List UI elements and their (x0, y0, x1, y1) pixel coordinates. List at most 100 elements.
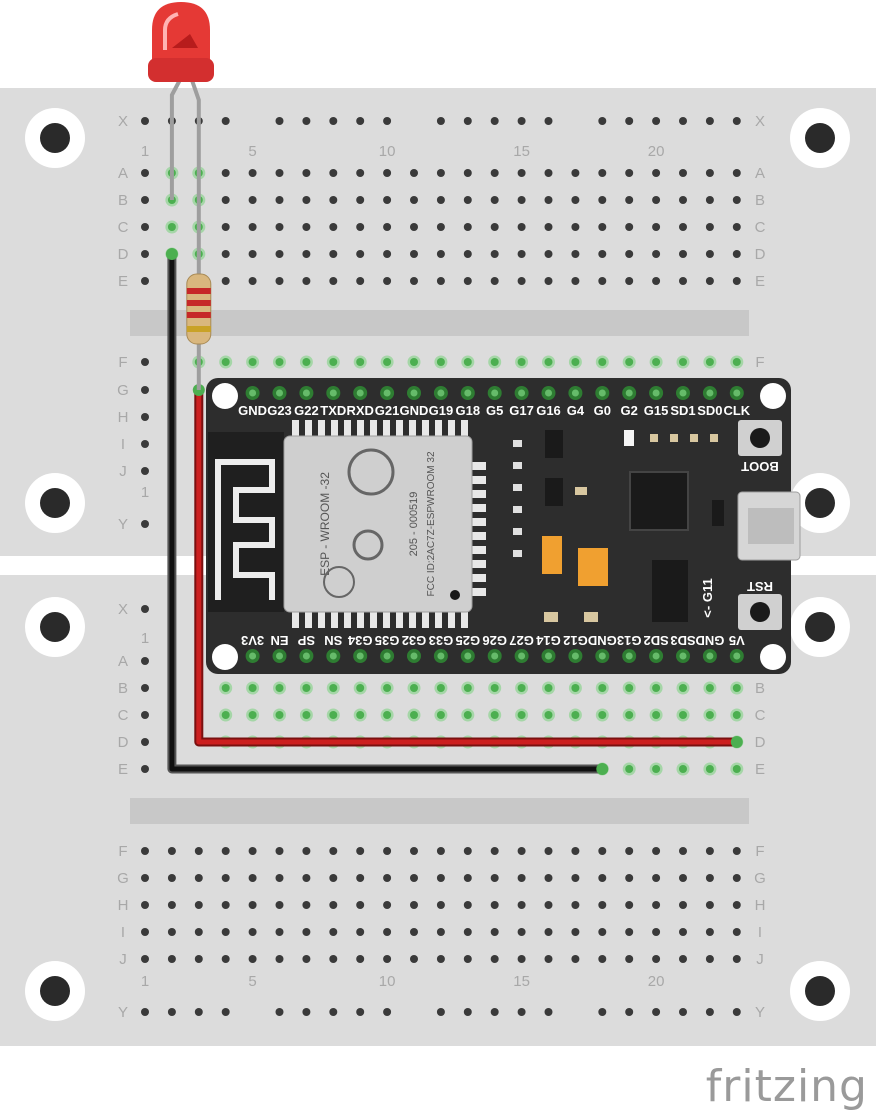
pin-label-top: G23 (267, 403, 292, 418)
active-hole (705, 765, 714, 773)
pin-label-bottom: G13 (617, 633, 642, 648)
mount-hole-center (805, 612, 835, 642)
hole (194, 847, 203, 855)
pin-label-bottom: G25 (456, 633, 481, 648)
header-pin-core (410, 652, 418, 660)
module-pad (470, 560, 486, 568)
module-pad (448, 420, 455, 436)
header-pin-core (249, 652, 257, 660)
hole (490, 277, 499, 285)
active-hole (490, 711, 499, 719)
hole (194, 955, 203, 963)
pin-label-bottom: GND (695, 633, 724, 648)
hole (302, 874, 311, 882)
row-label-right: B (755, 680, 765, 697)
hole (732, 955, 741, 963)
hole (544, 928, 553, 936)
column-number: 1 (141, 973, 149, 990)
hole (141, 358, 149, 366)
hole (463, 847, 472, 855)
hole (194, 1008, 203, 1016)
row-label-right: X (755, 113, 765, 130)
transistor (545, 478, 563, 506)
column-number: 20 (648, 973, 665, 990)
active-hole (410, 684, 418, 692)
pin-label-top: G17 (509, 403, 534, 418)
active-hole (302, 711, 311, 719)
hole (571, 250, 580, 258)
hole (598, 955, 607, 963)
module-pad (318, 612, 325, 628)
hole (141, 413, 149, 421)
tantalum-capacitor (578, 548, 608, 586)
hole (625, 901, 634, 909)
pin-label-top: G18 (456, 403, 481, 418)
row-label-right: F (755, 354, 764, 371)
wroom-shield (283, 435, 473, 613)
smd-component (513, 550, 522, 557)
smd-component (513, 462, 522, 469)
hole (571, 223, 580, 231)
resistor-band (186, 312, 211, 318)
smd-resistor (670, 434, 678, 442)
hole (652, 117, 661, 125)
active-hole (221, 358, 230, 366)
hole (544, 1008, 553, 1016)
hole (329, 196, 338, 204)
boot-button-cap (750, 428, 770, 448)
hole (652, 169, 661, 177)
hole (436, 277, 445, 285)
hole (221, 1008, 230, 1016)
hole (356, 928, 365, 936)
hole (436, 847, 445, 855)
hole (625, 277, 634, 285)
active-hole (705, 358, 714, 366)
pin-label-bottom: G35 (375, 633, 400, 648)
hole (141, 657, 149, 665)
hole (652, 223, 661, 231)
mount-hole-center (40, 488, 70, 518)
micro-usb-opening (748, 508, 794, 544)
hole (302, 277, 311, 285)
module-pad (344, 612, 351, 628)
hole (732, 1008, 741, 1016)
active-hole (436, 711, 445, 719)
active-hole (490, 358, 499, 366)
hole (356, 847, 365, 855)
pin-label-bottom: G34 (347, 633, 372, 648)
active-hole (625, 358, 634, 366)
hole (463, 196, 472, 204)
active-hole (571, 358, 580, 366)
hole (490, 117, 499, 125)
header-pin-core (598, 652, 606, 660)
hole (463, 277, 472, 285)
hole (356, 901, 365, 909)
header-pin-core (276, 652, 283, 660)
hole (679, 223, 687, 231)
hole (705, 117, 714, 125)
row-label-left: E (118, 273, 128, 290)
hole (625, 196, 634, 204)
hole (141, 928, 149, 936)
hole (167, 847, 176, 855)
resistor-band (186, 300, 211, 306)
module-pad (470, 574, 486, 582)
smd-component (513, 506, 522, 513)
header-pin-core (625, 389, 633, 397)
hole (356, 196, 365, 204)
hole (302, 117, 311, 125)
row-label-left: A (118, 653, 128, 670)
hole (625, 169, 634, 177)
active-hole (356, 358, 365, 366)
hole (732, 223, 741, 231)
module-pad (305, 420, 312, 436)
hole (571, 196, 580, 204)
active-hole (679, 684, 687, 692)
hole (302, 901, 311, 909)
hole (571, 847, 580, 855)
pin-label-bottom: SD2 (643, 633, 668, 648)
row-label-right: C (755, 219, 766, 236)
led-rim (148, 58, 214, 82)
header-pin-core (571, 652, 579, 660)
